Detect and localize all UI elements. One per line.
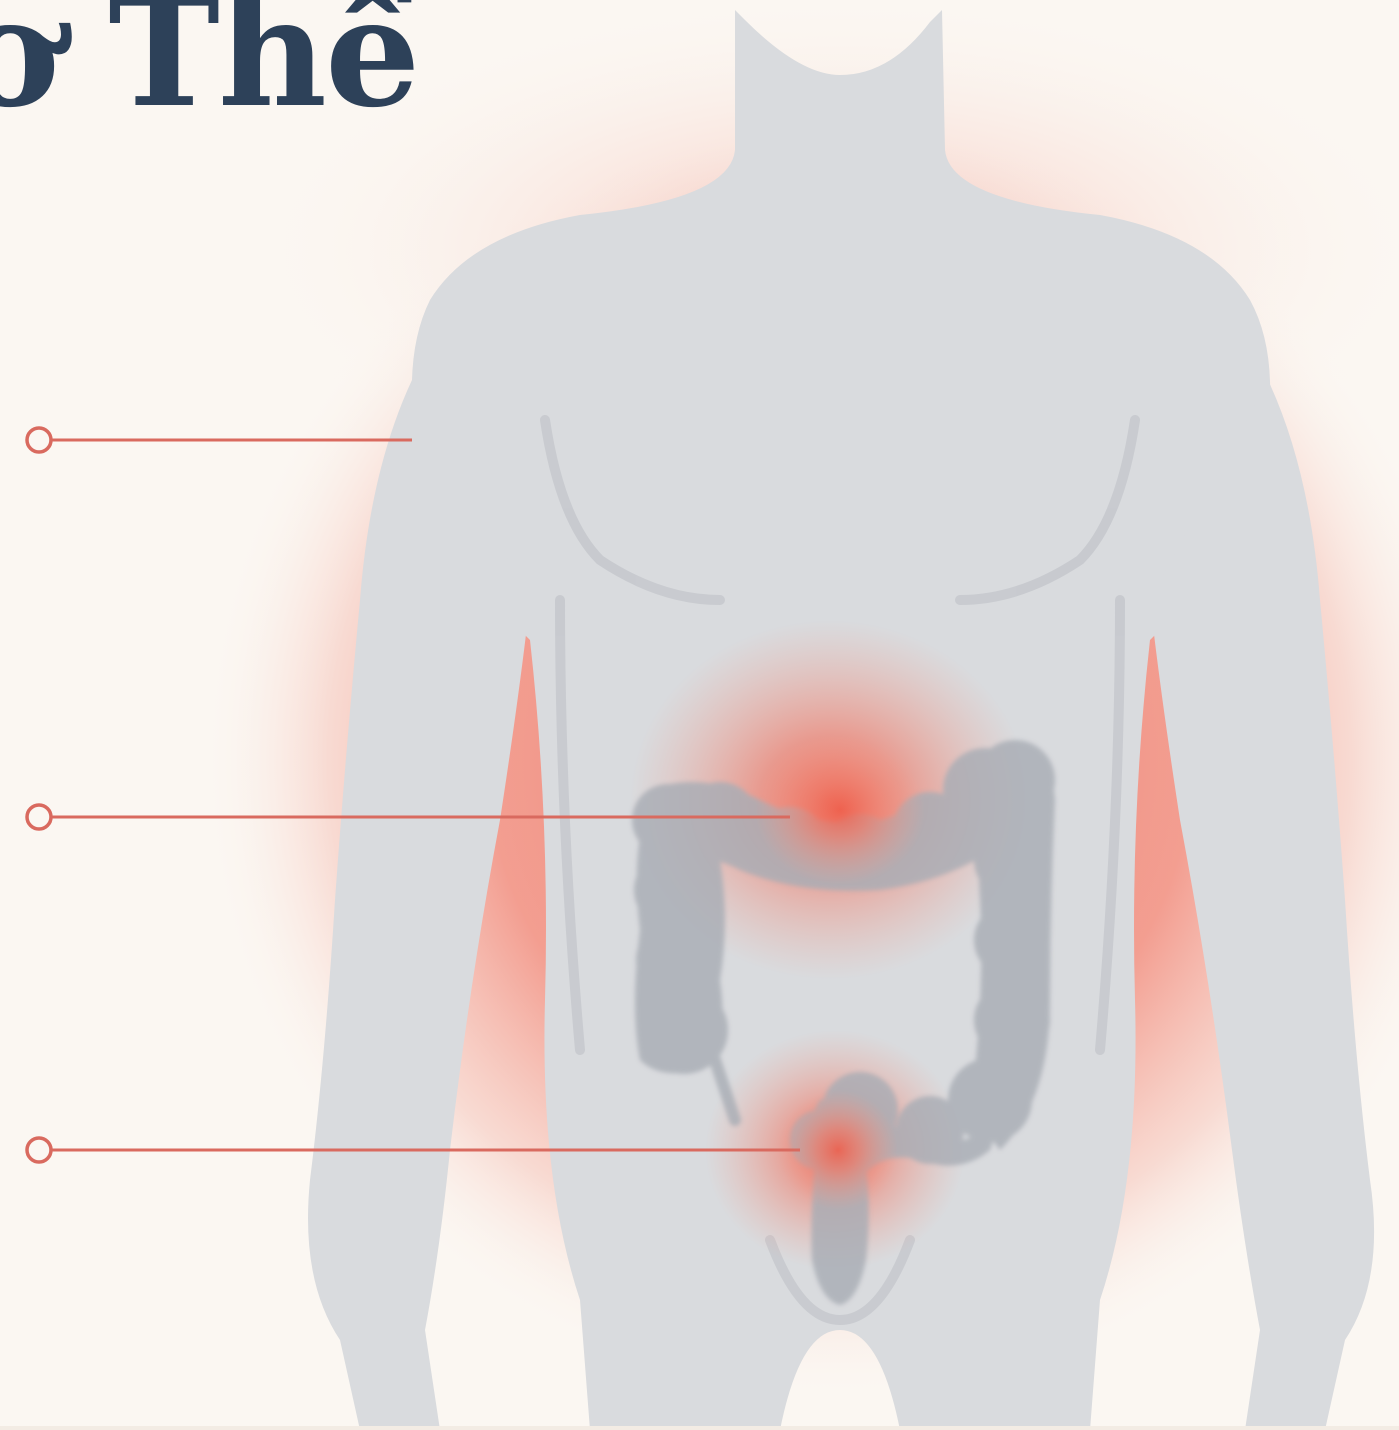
page-title: ơ Thể — [0, 0, 418, 128]
callout-markers — [27, 428, 51, 1162]
callout-marker-icon — [27, 428, 51, 452]
transverse-hotspot — [755, 735, 925, 885]
bottom-edge — [0, 1426, 1399, 1430]
callout-marker-icon — [27, 1138, 51, 1162]
callout-marker-icon — [27, 805, 51, 829]
